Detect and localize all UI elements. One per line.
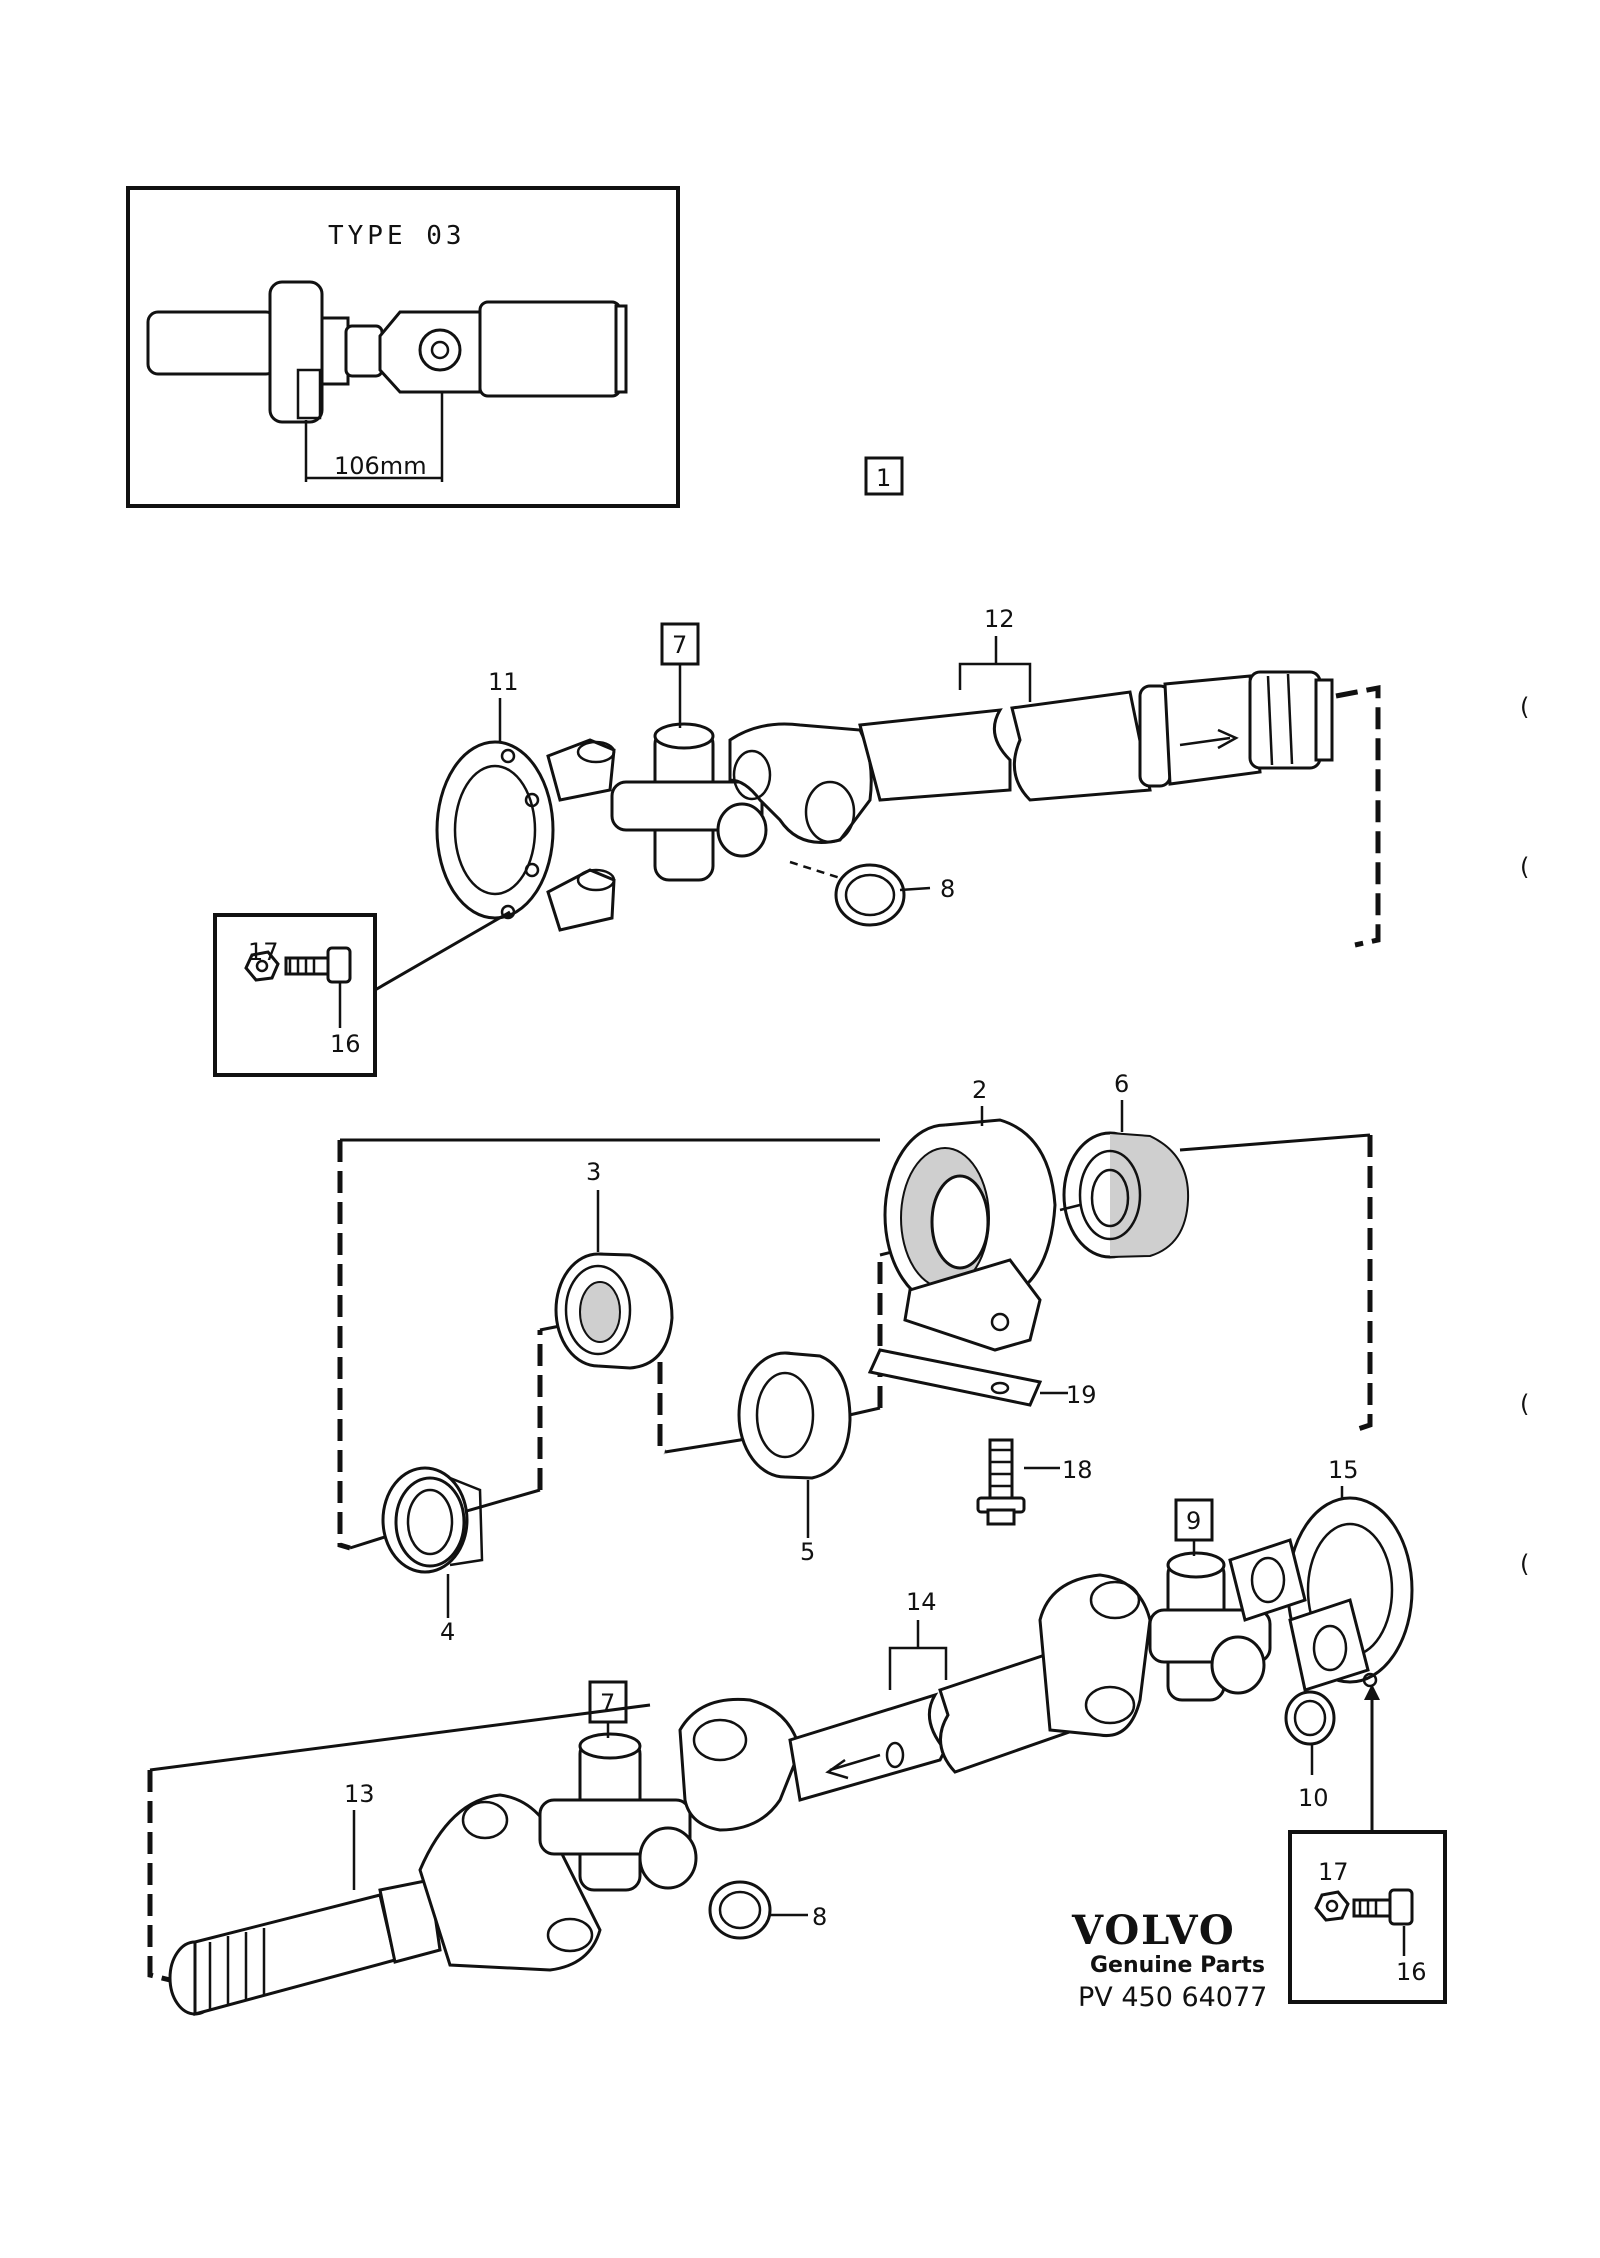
margin-mark-1: ( (1520, 693, 1529, 721)
dust-cover-5 (737, 1351, 852, 1480)
callout-19: 19 (1066, 1381, 1097, 1409)
middle-assembly (337, 1118, 1373, 1574)
circlip-8-top (789, 860, 906, 927)
callout-8-top: 8 (940, 875, 955, 903)
inset-shaft-drawing (146, 280, 628, 482)
bearing-3 (554, 1252, 674, 1370)
margin-mark-3: ( (1520, 1390, 1529, 1418)
margin-marks: ( ( ( ( (1520, 693, 1529, 1578)
margin-mark-2: ( (1520, 853, 1529, 881)
assembly-ref-box: 1 (864, 456, 904, 496)
fastener-box-top (213, 910, 511, 1077)
callout-17-top: 17 (248, 938, 279, 966)
splined-shaft-13 (168, 1793, 602, 2016)
fastener-box-bottom (1288, 1830, 1447, 2004)
callout-labels: 11 7 12 8 17 16 2 6 3 19 18 5 4 9 15 14 (248, 605, 1427, 1986)
bottom-assembly (147, 1496, 1447, 2016)
flange-yoke-15 (1228, 1496, 1414, 1692)
callout-16-bottom: 16 (1396, 1958, 1427, 1986)
callout-6: 6 (1114, 1070, 1129, 1098)
callout-9: 9 (1186, 1507, 1201, 1535)
callout-3: 3 (586, 1158, 601, 1186)
margin-mark-4: ( (1520, 1550, 1529, 1578)
callout-8-bottom: 8 (812, 1903, 827, 1931)
universal-joint-cross-7-bottom (538, 1732, 698, 1892)
type-inset: TYPE 03 106mm (126, 186, 680, 508)
callout-14: 14 (906, 1588, 937, 1616)
bolt-18 (976, 1438, 1060, 1526)
tube-14-right (938, 1648, 1077, 1774)
callout-18: 18 (1062, 1456, 1093, 1484)
callout-15: 15 (1328, 1456, 1359, 1484)
callout-2: 2 (972, 1076, 987, 1104)
tube-12-left (858, 708, 1012, 802)
circlip-8-bottom (708, 1880, 808, 1940)
rubber-cushion-6 (1062, 1131, 1190, 1259)
inset-dimension: 106mm (334, 452, 427, 480)
inset-frame (126, 186, 680, 508)
brand-subtitle: Genuine Parts (1090, 1953, 1265, 1978)
callout-12: 12 (984, 605, 1015, 633)
callout-11: 11 (488, 668, 519, 696)
part-catalog-code: PV 450 64077 (1078, 1982, 1267, 2013)
assembly-connector-top (1335, 684, 1381, 948)
callout-7-bottom: 7 (600, 1689, 615, 1717)
universal-joint-cross-9 (1148, 1551, 1272, 1702)
tube-14-left (788, 1692, 947, 1802)
brand-block: VOLVO Genuine Parts PV 450 64077 (1071, 1907, 1267, 2013)
bracket-plate-19 (867, 1348, 1068, 1407)
seal-ring-4 (381, 1466, 484, 1574)
circlip-10 (1284, 1690, 1336, 1775)
callout-5: 5 (800, 1538, 815, 1566)
callout-13: 13 (344, 1780, 375, 1808)
callout-7: 7 (672, 631, 687, 659)
callout-10: 10 (1298, 1784, 1329, 1812)
callout-16-top: 16 (330, 1030, 361, 1058)
universal-joint-cross-7 (610, 722, 768, 882)
callout-4: 4 (440, 1618, 455, 1646)
tube-12-right (1010, 690, 1152, 802)
top-assembly (213, 670, 1381, 1077)
center-bearing-support-2 (883, 1118, 1057, 1352)
assembly-ref-label: 1 (876, 464, 891, 492)
inset-type-label: TYPE 03 (328, 221, 466, 251)
volvo-logo: VOLVO (1071, 1907, 1236, 1954)
callout-17-bottom: 17 (1318, 1858, 1349, 1886)
